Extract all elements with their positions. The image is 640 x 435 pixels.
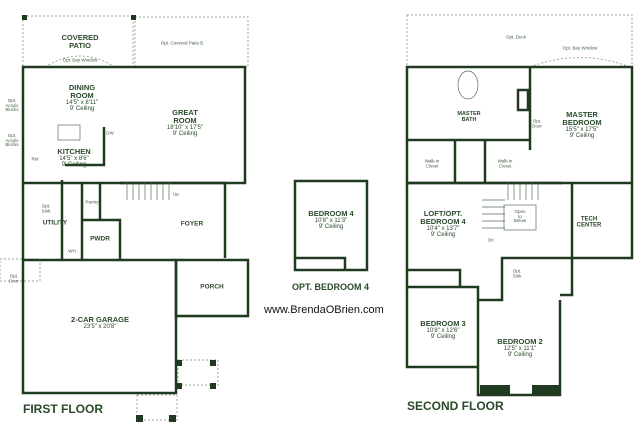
opt-sink-label: Opt. Sink [41, 203, 51, 213]
refrigerator-label: Ref [31, 156, 39, 162]
opt-bay-window-label: Opt. Bay Window [62, 57, 98, 63]
first-floor-title: FIRST FLOOR [23, 402, 103, 416]
open-to-below-label: Open to Below [513, 208, 527, 224]
stairs-up-label: Up [173, 191, 179, 197]
stairs-down-label: Dn [488, 237, 494, 243]
pantry-label: Pantry [85, 199, 99, 205]
water-heater-label: WH [68, 248, 76, 254]
walk-in-closet-label-2: Walk-in Closet [497, 158, 513, 168]
opt-bay-window-label-2: Opt. Bay Window [562, 45, 598, 51]
dishwasher-label: DW [106, 130, 114, 136]
master-bath-label: MASTER BATH [457, 111, 481, 123]
opt-covered-patio-b-label: Opt. Covered Patio B [160, 40, 204, 46]
walk-in-closet-label: Walk-in Closet [424, 158, 440, 168]
covered-patio-label: COVERED PATIO [61, 33, 99, 50]
opt-door-label-2: Opt. Door [532, 118, 542, 128]
opt-bedroom-4-title: OPT. BEDROOM 4 [292, 282, 370, 292]
second-floor-title: SECOND FLOOR [407, 399, 504, 413]
foyer-label: FOYER [180, 220, 204, 228]
powder-room-label: PWDR [90, 235, 110, 243]
opt-door-label: Opt. Door [9, 273, 19, 283]
porch-label: PORCH [200, 283, 224, 291]
utility-label: UTILITY [42, 219, 68, 227]
opt-sink-label-2: Opt. Sink [512, 268, 522, 278]
tech-center-label: TECH CENTER [576, 216, 602, 229]
opt-acrylic-blocks-label-2: Opt. Acrylic Blocks [5, 132, 19, 148]
opt-deck-label: Opt. Deck [505, 34, 527, 40]
opt-acrylic-blocks-label: Opt. Acrylic Blocks [5, 97, 19, 113]
website-watermark: www.BrendaOBrien.com [264, 304, 384, 316]
